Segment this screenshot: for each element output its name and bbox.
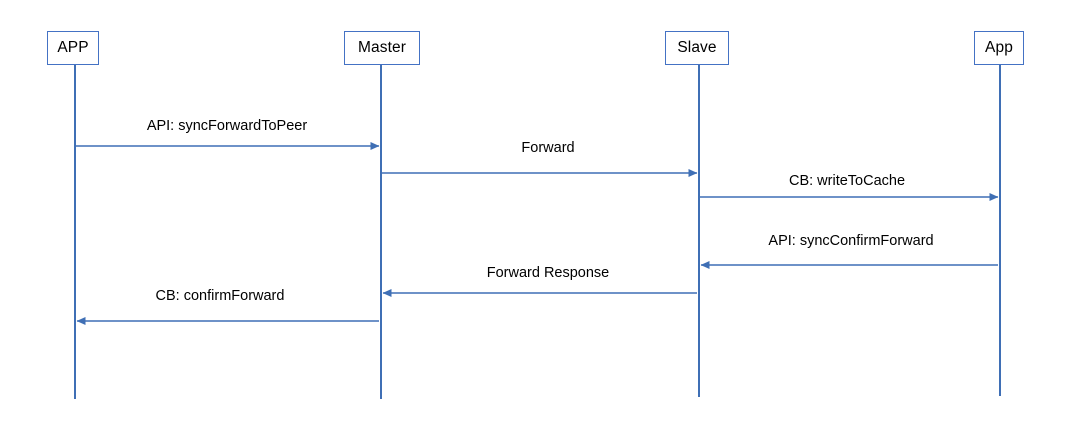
participant-box-slave[interactable]: Slave bbox=[665, 31, 729, 65]
participant-box-master[interactable]: Master bbox=[344, 31, 420, 65]
message-label-2: Forward bbox=[521, 140, 575, 156]
message-label-5: Forward Response bbox=[486, 265, 610, 281]
lifeline-app-left bbox=[74, 65, 76, 399]
message-label-6: CB: confirmForward bbox=[155, 288, 285, 304]
message-label-4: API: syncConfirmForward bbox=[768, 233, 934, 249]
participant-box-app-left[interactable]: APP bbox=[47, 31, 99, 65]
message-label-3: CB: writeToCache bbox=[788, 173, 906, 189]
lifeline-master bbox=[380, 65, 382, 399]
lifeline-slave bbox=[698, 65, 700, 397]
lifeline-app-right bbox=[999, 65, 1001, 396]
message-label-1: API: syncForwardToPeer bbox=[146, 118, 308, 134]
participant-box-app-right[interactable]: App bbox=[974, 31, 1024, 65]
